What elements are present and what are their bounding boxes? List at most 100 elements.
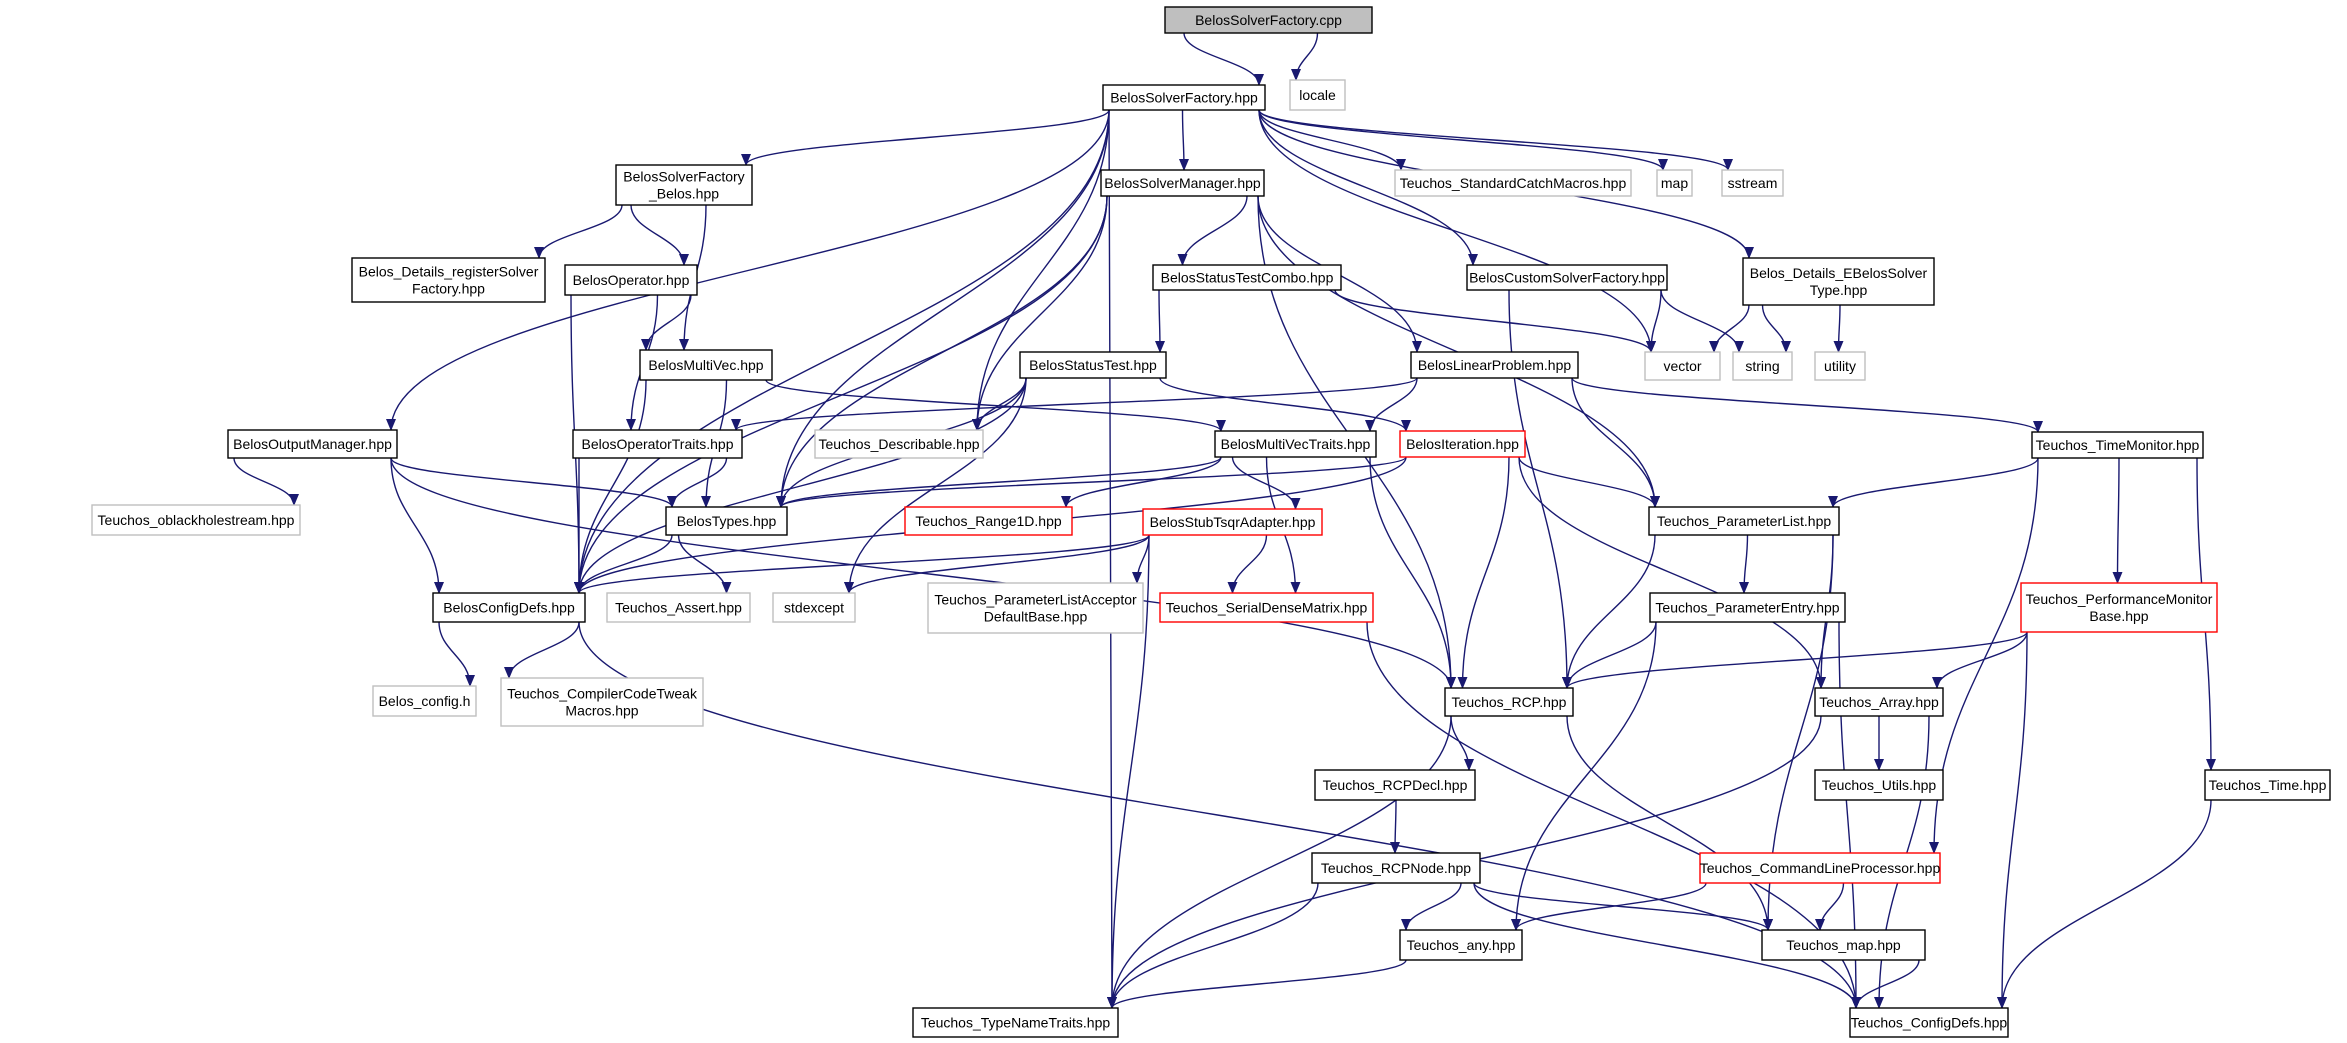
node-label-bmvt: BelosMultiVecTraits.hpp — [1221, 436, 1371, 452]
graph-node-t_rcpnode[interactable]: Teuchos_RCPNode.hpp — [1311, 852, 1481, 884]
node-label-bcd: BelosConfigDefs.hpp — [443, 600, 575, 616]
graph-node-btypes[interactable]: BelosTypes.hpp — [665, 506, 788, 536]
node-box-t_time — [2204, 769, 2331, 801]
node-box-b_config — [372, 685, 477, 717]
dependency-edge-bcd-to-b_config — [438, 621, 475, 687]
dependency-edge-bsta-to-t_sdm — [1227, 534, 1268, 594]
graph-node-t_map[interactable]: Teuchos_map.hpp — [1761, 929, 1926, 961]
node-label-bsta: BelosStubTsqrAdapter.hpp — [1150, 514, 1316, 530]
node-label-t_sdm: Teuchos_SerialDenseMatrix.hpp — [1166, 600, 1368, 616]
dependency-edge-bsf_hpp-to-bsm — [1178, 109, 1189, 171]
node-label-bsf_belos-line1: BelosSolverFactory — [623, 169, 744, 185]
dependency-edge-btypes-to-t_assert — [677, 534, 732, 594]
node-label-bot: BelosOperatorTraits.hpp — [582, 436, 734, 452]
node-label-b_reg-line2: Factory.hpp — [412, 281, 485, 297]
graph-node-bmv[interactable]: BelosMultiVec.hpp — [639, 349, 773, 381]
dependency-edge-bcsf-to-vector — [1646, 289, 1662, 353]
graph-node-bsta[interactable]: BelosStubTsqrAdapter.hpp — [1142, 508, 1323, 536]
node-label-t_plada-line1: Teuchos_ParameterListAcceptor — [934, 592, 1137, 608]
node-label-t_cct-line1: Teuchos_CompilerCodeTweak — [507, 686, 698, 702]
graph-node-t_rcp[interactable]: Teuchos_RCP.hpp — [1444, 687, 1574, 717]
dependency-edge-bsf_hpp-to-bom — [386, 109, 1110, 431]
graph-node-bcd[interactable]: BelosConfigDefs.hpp — [432, 592, 586, 623]
graph-node-t_array[interactable]: Teuchos_Array.hpp — [1814, 687, 1944, 717]
dependency-edge-bom-to-btypes — [390, 457, 677, 508]
node-label-root: BelosSolverFactory.cpp — [1195, 12, 1342, 28]
node-box-utility — [1814, 351, 1866, 381]
graph-node-t_any[interactable]: Teuchos_any.hpp — [1399, 929, 1523, 961]
dependency-edge-bsf_hpp-to-bsf_belos — [741, 109, 1110, 166]
node-box-map — [1656, 169, 1693, 197]
graph-node-t_obh: Teuchos_oblackholestream.hpp — [91, 504, 301, 536]
node-layer: BelosSolverFactory.cppBelosSolverFactory… — [91, 6, 2331, 1038]
graph-node-b_op[interactable]: BelosOperator.hpp — [564, 264, 698, 296]
node-box-root — [1164, 6, 1373, 34]
graph-node-bsf_belos[interactable]: BelosSolverFactory_Belos.hpp — [615, 164, 753, 206]
graph-node-bsf_hpp[interactable]: BelosSolverFactory.hpp — [1102, 84, 1266, 111]
graph-node-blp[interactable]: BelosLinearProblem.hpp — [1410, 351, 1579, 379]
dependency-edge-t_tm-to-t_pl — [1828, 457, 2039, 508]
dependency-edge-t_clp-to-t_map — [1815, 882, 1845, 931]
graph-node-t_utils[interactable]: Teuchos_Utils.hpp — [1814, 769, 1944, 801]
graph-node-t_pl[interactable]: Teuchos_ParameterList.hpp — [1648, 506, 1840, 536]
node-box-t_plada — [927, 582, 1144, 634]
dependency-edge-t_time-to-t_cd — [1997, 799, 2212, 1009]
node-box-t_pe — [1649, 592, 1846, 623]
graph-node-t_scm: Teuchos_StandardCatchMacros.hpp — [1394, 169, 1632, 197]
graph-node-t_plada: Teuchos_ParameterListAcceptorDefaultBase… — [927, 582, 1144, 634]
node-box-sstream — [1721, 169, 1784, 197]
graph-node-bmvt[interactable]: BelosMultiVecTraits.hpp — [1214, 430, 1377, 458]
graph-node-biter[interactable]: BelosIteration.hpp — [1399, 430, 1526, 458]
dependency-edge-t_tm-to-t_clp — [1929, 457, 2039, 854]
dependency-edge-bsta-to-bcd — [574, 534, 1150, 594]
dependency-edge-t_pmb-to-t_array — [1932, 631, 2028, 689]
dependency-edge-t_pl-to-t_pe — [1739, 534, 1750, 594]
node-box-bstc — [1152, 264, 1342, 291]
graph-node-t_clp[interactable]: Teuchos_CommandLineProcessor.hpp — [1699, 852, 1941, 884]
dependency-edge-bsf_hpp-to-map — [1258, 109, 1668, 171]
node-label-bsm: BelosSolverManager.hpp — [1104, 175, 1261, 191]
dependency-edge-t_rcpnode-to-t_any — [1401, 882, 1462, 931]
dependency-edge-bmvt-to-btypes — [776, 456, 1222, 508]
dependency-edge-t_any-to-t_tnt — [1107, 959, 1407, 1009]
dependency-edge-bcd-to-t_cd — [578, 621, 1861, 1009]
graph-node-bcsf[interactable]: BelosCustomSolverFactory.hpp — [1466, 264, 1668, 291]
dependency-edge-bsm-to-bstc — [1177, 195, 1248, 266]
dependency-edge-bsta-to-t_tnt — [1107, 534, 1150, 1009]
graph-node-bstc[interactable]: BelosStatusTestCombo.hpp — [1152, 264, 1342, 291]
node-box-t_clp — [1699, 852, 1941, 884]
node-label-t_cd: Teuchos_ConfigDefs.hpp — [1851, 1015, 2008, 1031]
graph-node-bsm[interactable]: BelosSolverManager.hpp — [1100, 169, 1265, 197]
graph-node-t_cd[interactable]: Teuchos_ConfigDefs.hpp — [1849, 1007, 2009, 1038]
dependency-edge-bstc-to-bst — [1154, 289, 1165, 353]
graph-node-t_r1d[interactable]: Teuchos_Range1D.hpp — [904, 506, 1073, 536]
graph-node-t_time[interactable]: Teuchos_Time.hpp — [2204, 769, 2331, 801]
node-label-stdexcept: stdexcept — [784, 600, 844, 616]
node-box-t_rcpdecl — [1314, 769, 1476, 801]
dependency-edge-t_clp-to-t_any — [1511, 882, 1707, 931]
graph-node-root[interactable]: BelosSolverFactory.cpp — [1164, 6, 1373, 34]
graph-node-bst[interactable]: BelosStatusTest.hpp — [1019, 351, 1167, 379]
dependency-edge-biter-to-t_pl — [1518, 456, 1660, 508]
graph-node-bom[interactable]: BelosOutputManager.hpp — [227, 429, 398, 459]
dependency-edge-bsf_hpp-to-t_desc — [972, 109, 1110, 431]
graph-node-t_sdm[interactable]: Teuchos_SerialDenseMatrix.hpp — [1159, 592, 1374, 623]
node-label-t_array: Teuchos_Array.hpp — [1819, 694, 1939, 710]
dependency-edge-blp-to-bmvt — [1365, 377, 1418, 432]
graph-node-t_rcpdecl[interactable]: Teuchos_RCPDecl.hpp — [1314, 769, 1476, 801]
node-label-b_config: Belos_config.h — [379, 693, 471, 709]
node-box-t_rcp — [1444, 687, 1574, 717]
node-label-t_pmb-line1: Teuchos_PerformanceMonitor — [2026, 591, 2213, 607]
graph-node-bot[interactable]: BelosOperatorTraits.hpp — [572, 429, 743, 459]
graph-node-t_pe[interactable]: Teuchos_ParameterEntry.hpp — [1649, 592, 1846, 623]
node-box-bsf_belos — [615, 164, 753, 206]
node-box-locale — [1289, 79, 1346, 111]
graph-node-t_tm[interactable]: Teuchos_TimeMonitor.hpp — [2031, 431, 2204, 459]
graph-node-t_tnt[interactable]: Teuchos_TypeNameTraits.hpp — [912, 1007, 1119, 1038]
node-box-t_tm — [2031, 431, 2204, 459]
node-label-t_tm: Teuchos_TimeMonitor.hpp — [2036, 437, 2200, 453]
node-label-bst: BelosStatusTest.hpp — [1029, 357, 1157, 373]
